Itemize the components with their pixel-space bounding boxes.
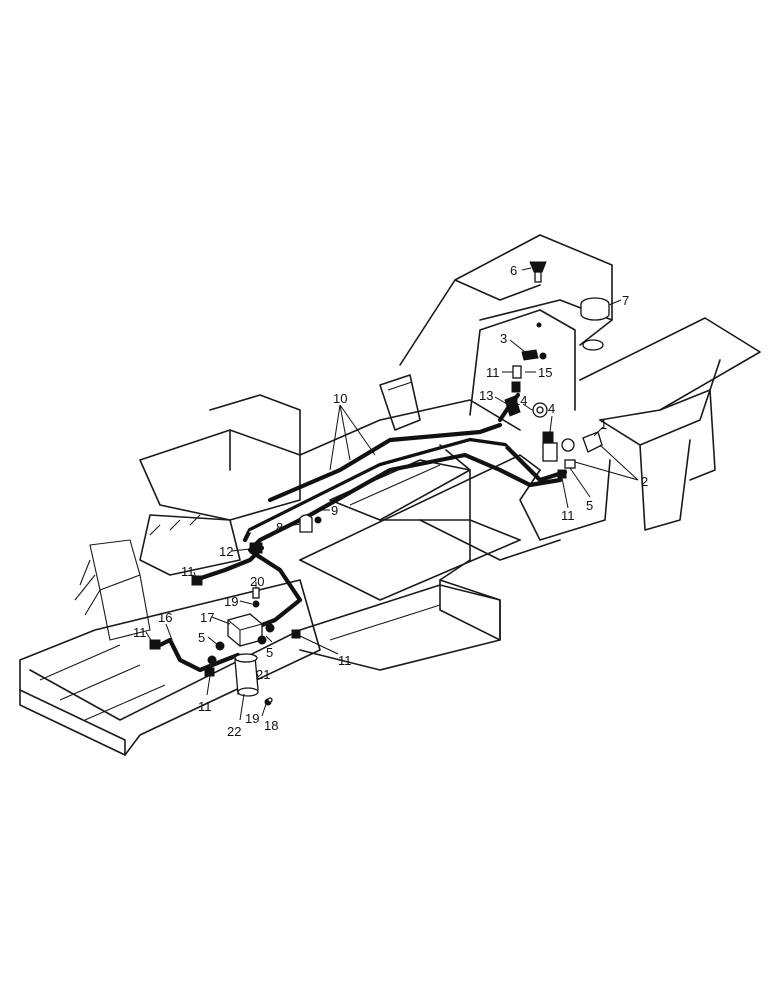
- callout-20: 20: [250, 574, 264, 589]
- callout-5-left: 5: [198, 630, 205, 645]
- callout-15: 15: [538, 365, 552, 380]
- callout-7: 7: [622, 293, 629, 308]
- callout-11-top: 11: [486, 365, 500, 380]
- callout-19-top: 19: [224, 594, 238, 609]
- callout-2: 2: [641, 474, 648, 489]
- callout-5-center: 5: [266, 645, 273, 660]
- callout-1: 1: [600, 417, 607, 432]
- callout-11-right: 11: [561, 508, 575, 523]
- fittings: [149, 261, 610, 706]
- callout-6: 6: [510, 263, 517, 278]
- callout-14: 14: [513, 393, 527, 408]
- callout-3: 3: [500, 331, 507, 346]
- leader-lines: [145, 267, 639, 721]
- callout-4: 4: [548, 401, 555, 416]
- callout-18: 18: [264, 718, 278, 733]
- callout-8: 8: [276, 520, 283, 535]
- callout-12: 12: [219, 544, 233, 559]
- callout-10: 10: [333, 391, 347, 406]
- callout-11-left-lower: 11: [133, 625, 147, 640]
- callout-11-bottom: 11: [198, 699, 212, 714]
- callout-labels: 1 2 3 4 5 5 5 6 7 8 9 10 11 11 11 11 11 …: [133, 263, 648, 739]
- callout-9: 9: [331, 503, 338, 518]
- callout-13: 13: [479, 388, 493, 403]
- hydraulic-hoses: [157, 392, 568, 673]
- callout-17: 17: [200, 610, 214, 625]
- callout-21: 21: [256, 667, 270, 682]
- callout-11-center: 11: [338, 653, 352, 668]
- callout-16: 16: [158, 610, 172, 625]
- callout-22: 22: [227, 724, 241, 739]
- callout-11-left-upper: 11: [181, 564, 195, 579]
- chassis-frame: [19, 234, 761, 756]
- callout-19-bottom: 19: [245, 711, 259, 726]
- callout-5-right: 5: [586, 498, 593, 513]
